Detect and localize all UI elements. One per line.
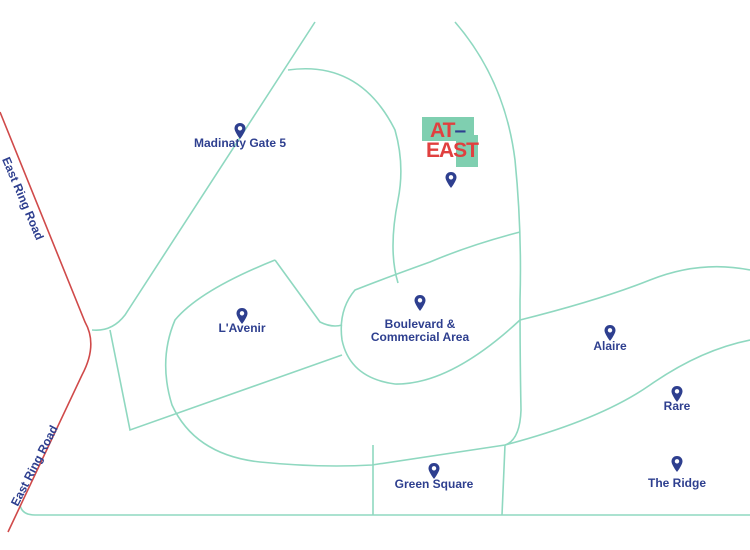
west-polygon [109,329,343,432]
boundary-gate5-east [287,68,402,284]
at-east-logo: AT– EAST [420,117,482,167]
bottom-road [19,504,750,516]
boulevard-area [340,231,521,385]
place-label[interactable]: Madinaty Gate 5 [193,136,287,150]
logo-line-2: EAST [426,139,479,162]
east-ring-road-line [0,111,92,533]
lavenir-area [164,259,750,467]
map-pin-icon[interactable] [235,307,249,325]
map-pin-icon[interactable] [603,324,617,342]
logo-background [456,135,478,167]
map-pin-icon[interactable] [670,385,684,403]
place-label[interactable]: L'Avenir [218,321,266,335]
place-label[interactable]: Alaire [593,339,627,353]
map-pin-icon[interactable] [413,294,427,312]
map-pin-icon[interactable] [670,455,684,473]
boundary-east [454,21,522,446]
map-pin-icon[interactable] [233,122,247,140]
place-label[interactable]: The Ridge [647,476,707,490]
place-label[interactable]: Boulevard & Commercial Area [370,317,470,344]
alaire-north [519,265,750,321]
place-label[interactable]: Rare [663,399,691,413]
map-pin-icon[interactable] [427,462,441,480]
green-square [372,444,506,516]
place-label[interactable]: Green Square [394,477,474,491]
boundary-gate5-west [91,21,316,332]
logo-line-1: AT– [430,119,466,142]
map-pin-icon[interactable] [444,171,458,189]
